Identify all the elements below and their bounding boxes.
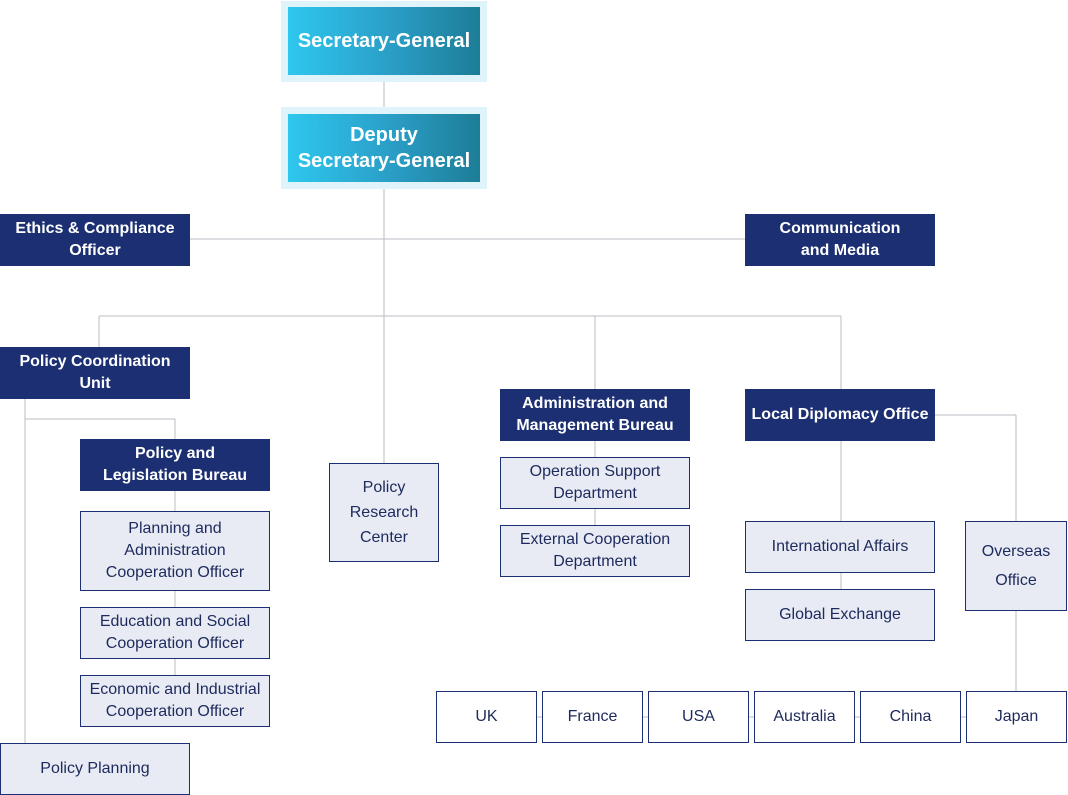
country-france-box[interactable]: France bbox=[542, 691, 643, 743]
communication-media-label: Communication and Media bbox=[779, 220, 901, 259]
planning-admin-officer-label: Planning and Administration Cooperation … bbox=[105, 520, 245, 581]
global-exchange-box[interactable]: Global Exchange bbox=[745, 589, 935, 641]
local-diplomacy-office-label: Local Diplomacy Office bbox=[751, 406, 929, 423]
overseas-office-box[interactable]: Overseas Office bbox=[965, 521, 1067, 611]
country-japan-label: Japan bbox=[994, 708, 1039, 725]
planning-admin-officer-box[interactable]: Planning and Administration Cooperation … bbox=[80, 511, 270, 591]
economic-industrial-officer-label: Economic and Industrial Cooperation Offi… bbox=[89, 681, 261, 720]
education-social-officer-label: Education and Social Cooperation Officer bbox=[99, 613, 251, 652]
policy-coordination-unit-label: Policy Coordination Unit bbox=[19, 353, 171, 392]
country-china-box[interactable]: China bbox=[860, 691, 961, 743]
economic-industrial-officer-box[interactable]: Economic and Industrial Cooperation Offi… bbox=[80, 675, 270, 727]
policy-research-center-box[interactable]: Policy Research Center bbox=[329, 463, 439, 562]
country-australia-label: Australia bbox=[773, 708, 836, 725]
ethics-compliance-label: Ethics & Compliance Officer bbox=[15, 220, 175, 259]
policy-planning-label: Policy Planning bbox=[40, 760, 150, 777]
deputy-secretary-general-label: Deputy Secretary-General bbox=[297, 124, 471, 172]
external-cooperation-dept-box[interactable]: External Cooperation Department bbox=[500, 525, 690, 577]
global-exchange-label: Global Exchange bbox=[779, 606, 901, 623]
overseas-office-label: Overseas Office bbox=[981, 543, 1051, 589]
policy-legislation-bureau-label: Policy and Legislation Bureau bbox=[102, 445, 248, 484]
deputy-secretary-general-box[interactable]: Deputy Secretary-General bbox=[288, 114, 480, 182]
secretary-general-label: Secretary-General bbox=[297, 30, 471, 52]
policy-legislation-bureau-box[interactable]: Policy and Legislation Bureau bbox=[80, 439, 270, 491]
local-diplomacy-office-box[interactable]: Local Diplomacy Office bbox=[745, 389, 935, 441]
country-usa-box[interactable]: USA bbox=[648, 691, 749, 743]
international-affairs-box[interactable]: International Affairs bbox=[745, 521, 935, 573]
policy-coordination-unit-box[interactable]: Policy Coordination Unit bbox=[0, 347, 190, 399]
country-china-label: China bbox=[889, 708, 932, 725]
country-australia-box[interactable]: Australia bbox=[754, 691, 855, 743]
country-uk-box[interactable]: UK bbox=[436, 691, 537, 743]
ethics-compliance-box[interactable]: Ethics & Compliance Officer bbox=[0, 214, 190, 266]
admin-management-bureau-label: Administration and Management Bureau bbox=[516, 395, 674, 434]
policy-planning-box[interactable]: Policy Planning bbox=[0, 743, 190, 795]
country-japan-box[interactable]: Japan bbox=[966, 691, 1067, 743]
operation-support-dept-label: Operation Support Department bbox=[529, 463, 661, 502]
external-cooperation-dept-label: External Cooperation Department bbox=[519, 531, 671, 570]
communication-media-box[interactable]: Communication and Media bbox=[745, 214, 935, 266]
international-affairs-label: International Affairs bbox=[771, 538, 909, 555]
secretary-general-box[interactable]: Secretary-General bbox=[288, 7, 480, 75]
country-usa-label: USA bbox=[682, 708, 715, 725]
operation-support-dept-box[interactable]: Operation Support Department bbox=[500, 457, 690, 509]
admin-management-bureau-box[interactable]: Administration and Management Bureau bbox=[500, 389, 690, 441]
country-france-label: France bbox=[567, 708, 618, 725]
education-social-officer-box[interactable]: Education and Social Cooperation Officer bbox=[80, 607, 270, 659]
country-uk-label: UK bbox=[475, 708, 498, 725]
policy-research-center-label: Policy Research Center bbox=[349, 479, 419, 546]
